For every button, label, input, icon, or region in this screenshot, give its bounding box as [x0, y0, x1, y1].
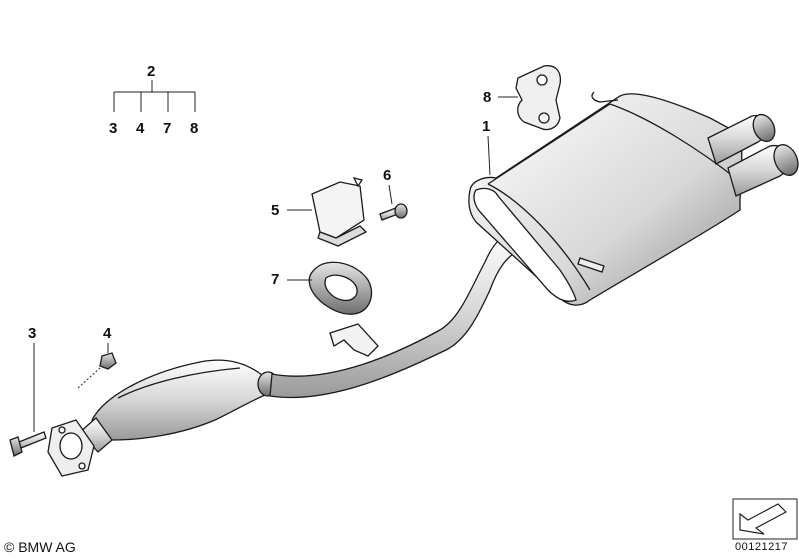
callout-3[interactable]: 3 — [28, 325, 36, 342]
callout-8-kit[interactable]: 8 — [190, 120, 198, 137]
leader-6 — [388, 184, 393, 205]
rubber-mount-hole-bottom — [538, 112, 550, 124]
silencer-hanger-pin-top — [591, 91, 619, 103]
callout-3-kit[interactable]: 3 — [109, 120, 117, 137]
rubber-ring-hole — [324, 274, 358, 302]
drawing-number: 00121217 — [735, 541, 788, 553]
middle-pipe — [269, 229, 525, 399]
callout-1[interactable]: 1 — [482, 118, 490, 135]
flange-bore — [59, 432, 83, 460]
intermediate-pipe — [269, 231, 521, 399]
flange-nut — [99, 352, 117, 370]
callout-4[interactable]: 4 — [103, 325, 112, 342]
mounting-bracket — [311, 177, 368, 247]
callout-8[interactable]: 8 — [483, 89, 491, 106]
direction-arrow-box — [732, 498, 798, 540]
rubber-mount-body — [515, 65, 562, 131]
screw — [379, 203, 408, 221]
converter-seam — [117, 367, 241, 399]
leader-1 — [487, 135, 491, 176]
catalytic-converter-body — [91, 359, 273, 441]
front-pipe — [79, 359, 279, 453]
parts-kit-group: 2 3 4 7 8 — [109, 63, 198, 137]
nut-dash-line — [77, 367, 101, 389]
tail-pipe-upper-end — [752, 113, 776, 143]
flange-bolt-head — [9, 436, 23, 457]
silencer-box — [468, 93, 743, 306]
callout-4-kit[interactable]: 4 — [136, 120, 145, 137]
rear-silencer — [468, 91, 799, 306]
callout-6[interactable]: 6 — [383, 167, 391, 184]
silencer-edges — [487, 103, 739, 291]
flange-hole-top — [58, 426, 66, 434]
callout-labels: 1 8 5 6 7 3 4 — [28, 89, 518, 432]
callout-7[interactable]: 7 — [271, 271, 279, 288]
tail-pipe-lower-end — [773, 144, 799, 176]
mounting-bracket-foot — [317, 225, 368, 247]
copyright-text: © BMW AG — [4, 539, 76, 555]
flange-assembly — [9, 352, 117, 477]
silencer-front-face — [473, 187, 577, 302]
silencer-hanger-pin-bottom — [577, 257, 605, 273]
mounting-bracket-tab — [352, 177, 364, 188]
direction-arrow-icon — [739, 503, 787, 535]
callout-5[interactable]: 5 — [271, 202, 279, 219]
callout-7-kit[interactable]: 7 — [163, 120, 171, 137]
hanger-bracket-body — [329, 323, 379, 357]
screw-head — [394, 203, 408, 219]
rubber-mount-hole-top — [536, 74, 548, 86]
rubber-mount — [515, 65, 562, 131]
flange-hole-bottom — [78, 462, 86, 470]
kit-leader-lines — [113, 80, 196, 112]
pipe-hanger-bracket — [329, 323, 379, 357]
callout-2[interactable]: 2 — [147, 63, 155, 80]
rubber-ring — [308, 261, 373, 315]
